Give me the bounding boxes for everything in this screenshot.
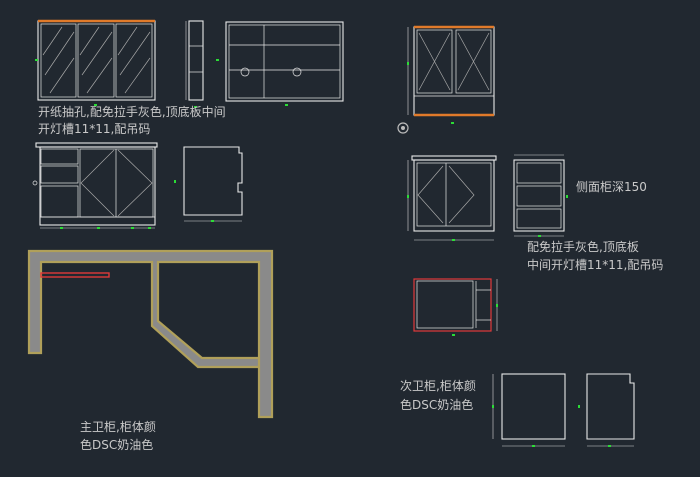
note-main-handles-line2: 开灯槽11*11,配吊码 <box>38 122 150 136</box>
main-base-cabinet-side <box>174 146 243 222</box>
secondary-base-cabinet-front <box>407 155 497 241</box>
bathroom-floor-plan <box>27 249 274 419</box>
main-upper-cabinet-interior <box>225 21 344 106</box>
secondary-tall-cabinet-front <box>492 373 566 447</box>
secondary-upper-cabinet-front <box>407 25 495 124</box>
grid-marker-circle <box>397 122 409 134</box>
note-side-cabinet-depth: 侧面柜深150 <box>576 180 647 194</box>
main-upper-cabinet-front <box>35 19 156 106</box>
note-secondary-bath-color-line1: 次卫柜,柜体颜 <box>400 378 476 393</box>
cabinet-detail-red <box>413 278 498 336</box>
main-upper-cabinet-side <box>185 20 219 108</box>
secondary-tall-cabinet-side <box>578 373 635 447</box>
note-main-bath-color-line2: 色DSC奶油色 <box>80 438 153 452</box>
note-main-bath-color-line1: 主卫柜,柜体颜 <box>80 419 156 434</box>
note-secondary-handles-line1: 配免拉手灰色,顶底板 <box>527 239 639 254</box>
note-secondary-handles-line2: 中间开灯槽11*11,配吊码 <box>527 257 663 272</box>
main-base-cabinet-front <box>32 142 158 229</box>
secondary-base-cabinet-side <box>513 154 568 237</box>
note-secondary-bath-color-line2: 色DSC奶油色 <box>400 398 473 412</box>
note-main-handles-line1: 开纸抽孔,配免拉手灰色,顶底板中间 <box>38 104 226 119</box>
